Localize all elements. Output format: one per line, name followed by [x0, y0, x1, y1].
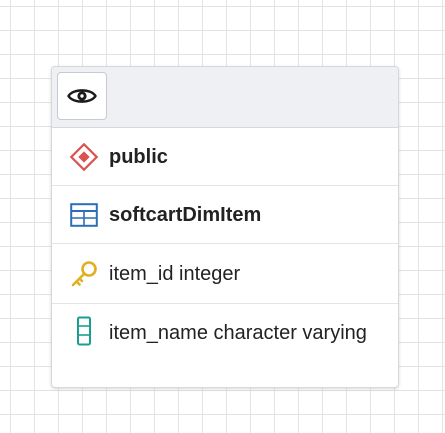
- column-label: item_name character varying: [109, 318, 389, 348]
- table-name: softcartDimItem: [109, 203, 262, 226]
- column-type: character varying: [213, 322, 367, 344]
- column-label: item_id integer: [109, 259, 240, 289]
- column-icon: [67, 314, 101, 348]
- eye-icon: [67, 89, 97, 103]
- show-details-button[interactable]: [57, 72, 107, 120]
- schema-diamond-icon: [67, 140, 101, 174]
- column-type: integer: [179, 262, 241, 285]
- column-name: item_name: [109, 322, 208, 344]
- schema-name: public: [109, 145, 168, 168]
- key-icon: [67, 257, 101, 291]
- column-row[interactable]: item_id integer: [52, 244, 398, 304]
- column-row[interactable]: item_name character varying: [52, 304, 398, 387]
- schema-row: public: [52, 128, 398, 186]
- table-icon: [67, 198, 101, 232]
- table-name-row: softcartDimItem: [52, 186, 398, 244]
- column-name: item_id: [109, 262, 174, 285]
- node-toolbar: [52, 67, 398, 128]
- table-node[interactable]: public softcartDimItem: [51, 66, 399, 388]
